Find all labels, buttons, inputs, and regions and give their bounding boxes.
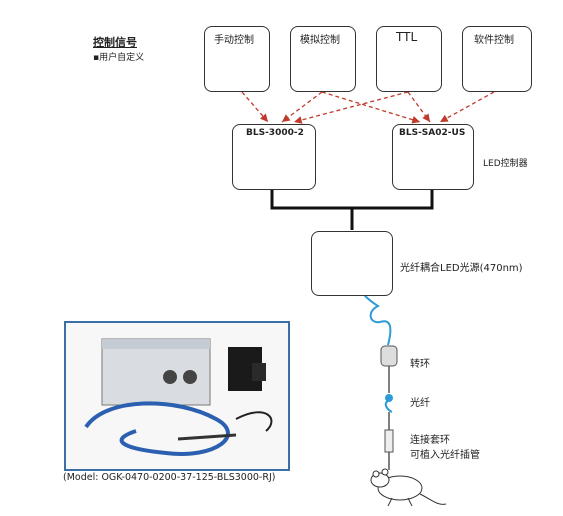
signal-box-manual bbox=[204, 26, 270, 92]
arrow-ttl-to-blssa02 bbox=[407, 91, 431, 123]
control-signal-subtitle: ▪用户自定义 bbox=[93, 53, 145, 63]
arrow-analog-to-blssa02 bbox=[321, 91, 421, 124]
control-signal-title: 控制信号 bbox=[93, 36, 137, 49]
fiber-label: 光纤 bbox=[410, 398, 430, 409]
ferrule-label: 连接套环 bbox=[410, 435, 450, 446]
light-source-label: 光纤耦合LED光源(470nm) bbox=[400, 263, 523, 274]
signal-label-manual: 手动控制 bbox=[214, 35, 254, 46]
controller-group-label: LED控制器 bbox=[483, 159, 528, 169]
signal-label-analog: 模拟控制 bbox=[300, 35, 340, 46]
signal-box-ttl bbox=[376, 26, 442, 92]
signal-label-ttl: TTL bbox=[396, 30, 418, 44]
controller-box-bls3000 bbox=[232, 124, 316, 190]
rotary-joint bbox=[380, 345, 398, 367]
ferrule bbox=[384, 429, 394, 453]
controller-box-blssa02 bbox=[392, 124, 474, 190]
arrow-ttl-to-bls3000 bbox=[293, 91, 409, 124]
signal-box-software bbox=[462, 26, 532, 92]
arrow-software-to-blssa02 bbox=[439, 91, 495, 123]
arrow-manual-to-bls3000 bbox=[241, 91, 269, 123]
product-photo bbox=[64, 321, 290, 471]
controller-label-blssa02: BLS-SA02-US bbox=[399, 128, 466, 138]
signal-box-analog bbox=[290, 26, 356, 92]
arrow-analog-to-bls3000 bbox=[281, 91, 323, 123]
rotary-label: 转环 bbox=[410, 359, 430, 370]
controller-label-bls3000: BLS-3000-2 bbox=[246, 128, 304, 138]
controller-connector bbox=[270, 188, 434, 210]
signal-label-software: 软件控制 bbox=[474, 35, 514, 46]
fiber-cable bbox=[355, 281, 392, 346]
light-source-box bbox=[311, 231, 393, 296]
ferrule-note: 可植入光纤插管 bbox=[410, 450, 480, 461]
model-caption: (Model: OGK-0470-0200-37-125-BLS3000-RJ) bbox=[63, 472, 276, 483]
product-illustration bbox=[84, 338, 273, 456]
photo-fiber-cable bbox=[84, 401, 230, 456]
mouse-icon bbox=[370, 468, 447, 507]
